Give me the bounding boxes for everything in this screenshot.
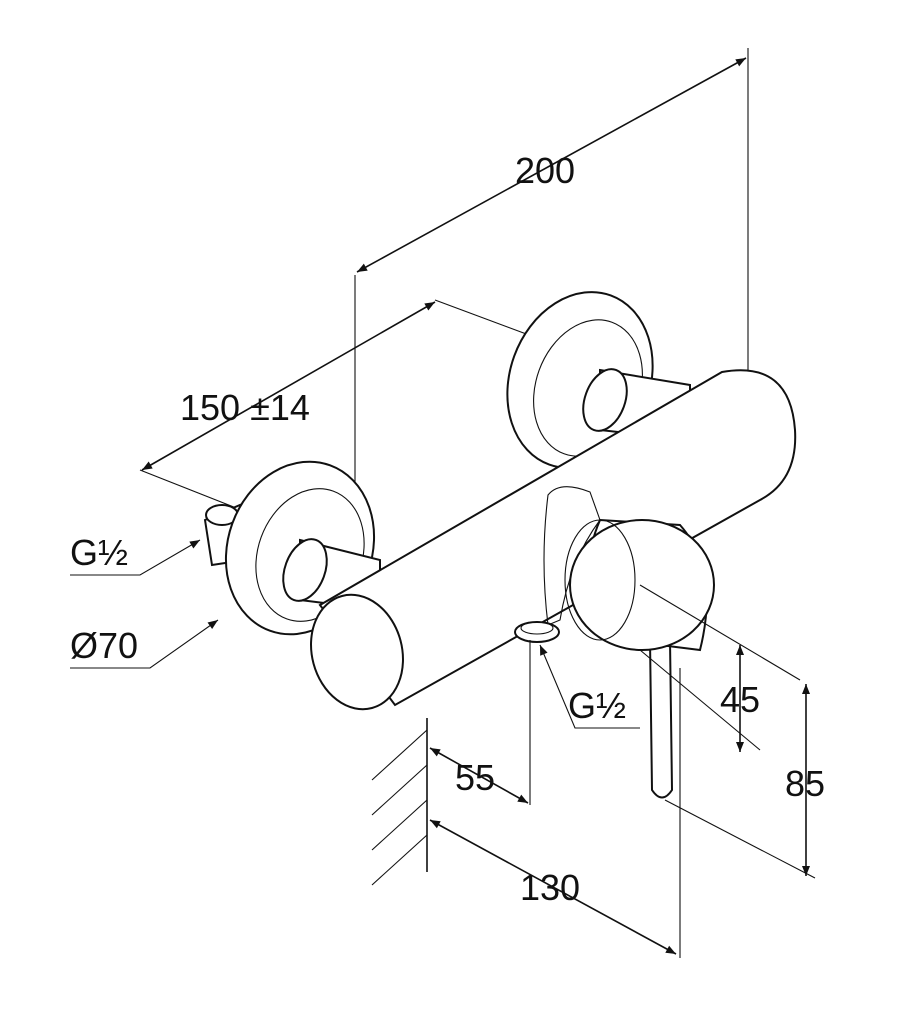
inlet-thread-label: G½: [70, 532, 129, 573]
dimension-85: [664, 684, 816, 879]
dimension-55: [429, 747, 529, 804]
dimension-label-150: 150 ±14: [180, 387, 310, 428]
left-wall-rosette: [203, 460, 381, 636]
dimension-label-85: 85: [785, 763, 826, 804]
outlet: [514, 621, 560, 805]
outlet-thread-label: G½: [568, 685, 627, 726]
wall-hatch: [371, 718, 428, 886]
dimension-label-200: 200: [515, 150, 576, 191]
dimension-label-55: 55: [455, 757, 496, 798]
dimension-label-130: 130: [520, 867, 581, 908]
leaders: [70, 539, 640, 729]
mixer-body: [310, 369, 797, 711]
dimension-label-45: 45: [720, 679, 761, 720]
dimension-130: [429, 668, 681, 958]
dimension-45: [639, 584, 801, 752]
rosette-diameter-label: Ø70: [70, 625, 139, 666]
handle: [564, 518, 715, 799]
